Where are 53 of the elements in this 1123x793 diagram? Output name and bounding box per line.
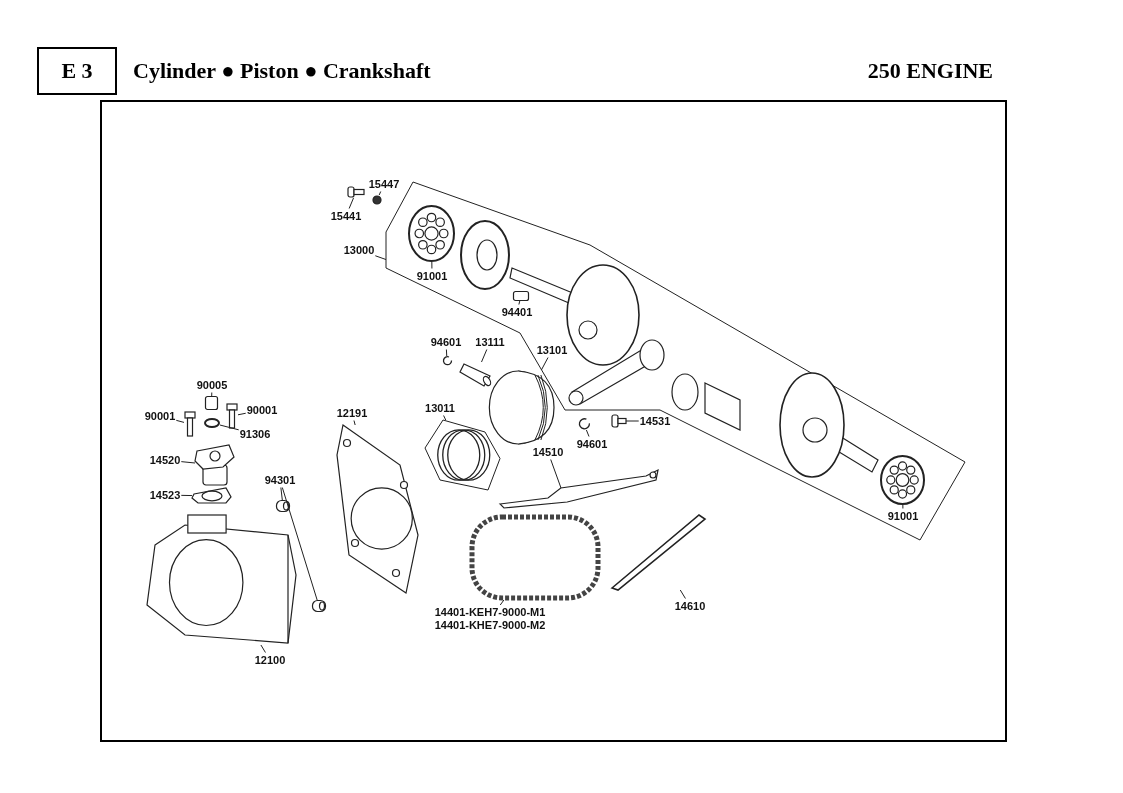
leader-line <box>481 349 488 363</box>
callout-number: 91001 <box>416 269 448 283</box>
leader-line <box>679 589 686 599</box>
leader-line <box>237 412 247 416</box>
leader-line <box>445 349 448 357</box>
leader-line <box>180 494 193 497</box>
leader-line <box>348 197 354 209</box>
callout-number: 13011 <box>425 401 455 415</box>
callout-number: 14610 <box>674 599 706 613</box>
leader-line <box>625 420 640 422</box>
leader-line <box>180 461 196 464</box>
callout-number: 14523 <box>149 488 181 502</box>
callout-number: 15441 <box>330 209 362 223</box>
callout-number: 90001 <box>144 409 176 423</box>
callout-number: 94601 <box>576 437 608 451</box>
callout-number: 14401-KHE7-9000-M2 <box>434 619 546 632</box>
leader-line <box>550 459 562 489</box>
callout-number: 14510 <box>532 445 564 459</box>
leader-line <box>540 357 549 371</box>
leader-line <box>353 420 356 426</box>
leader-line <box>280 487 283 501</box>
leader-line <box>902 504 904 509</box>
leader-line <box>260 644 266 653</box>
callout-number: 14531 <box>639 414 671 428</box>
section-code: E 3 <box>37 47 117 95</box>
callout-number: 15447 <box>368 177 400 191</box>
callout-number: 12100 <box>254 653 286 667</box>
callout-number: 91306 <box>239 427 271 441</box>
callout-number: 12191 <box>336 406 368 420</box>
leader-line <box>378 191 382 196</box>
leader-line <box>281 487 318 601</box>
callout-number: 13111 <box>475 335 505 349</box>
callout-number: 94601 <box>430 335 462 349</box>
leader-line <box>499 599 505 606</box>
callout-number: 13000 <box>343 243 375 257</box>
callout-number: 14520 <box>149 453 181 467</box>
leader-line <box>443 415 447 421</box>
leader-line <box>518 300 521 305</box>
callout-number: 90001 <box>246 403 278 417</box>
leader-line <box>431 261 433 269</box>
leader-line <box>585 429 590 437</box>
leader-line <box>175 419 185 423</box>
callout-number: 94401 <box>501 305 533 319</box>
callout-number: 13101 <box>536 343 568 357</box>
leader-line <box>374 255 387 261</box>
callout-number: 94301 <box>264 473 296 487</box>
title: Cylinder ● Piston ● Crankshaft <box>133 58 431 84</box>
callout-number: 14401-KEH7-9000-M1 <box>434 606 546 619</box>
leader-line <box>219 424 240 431</box>
engine-label: 250 ENGINE <box>867 58 993 84</box>
leader-line <box>211 392 213 397</box>
callout-number: 90005 <box>196 378 228 392</box>
callout-number: 91001 <box>887 509 919 523</box>
